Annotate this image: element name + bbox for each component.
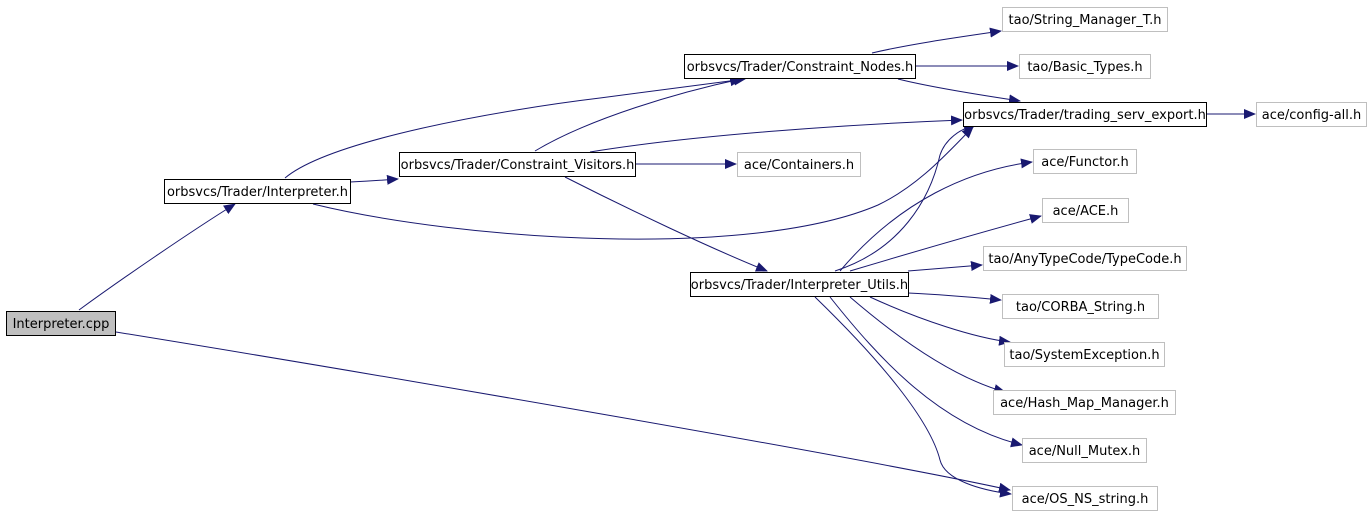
nodes-layer: Interpreter.cpp orbsvcs/Trader/Interprete… [6, 7, 1367, 511]
node-label: ace/ACE.h [1053, 204, 1119, 219]
edge-n4-n13 [907, 292, 1002, 304]
node-label: Interpreter.cpp [13, 317, 110, 332]
node-label: tao/String_Manager_T.h [1009, 13, 1162, 28]
edge-n1-n5 [312, 126, 974, 240]
node-n4[interactable]: orbsvcs/Trader/Interpreter_Utils.h [690, 272, 909, 297]
node-box [690, 272, 909, 297]
edge-n4-n15 [849, 296, 1006, 394]
node-box [1019, 54, 1151, 79]
node-box [737, 152, 861, 177]
node-n14[interactable]: tao/SystemException.h [1004, 342, 1165, 367]
node-label: ace/Hash_Map_Manager.h [1000, 396, 1169, 411]
edge-n4-n16 [829, 296, 1023, 448]
edges-layer [78, 27, 1256, 498]
node-box [1033, 149, 1137, 174]
node-box [1002, 7, 1168, 32]
node-label: ace/Functor.h [1041, 155, 1128, 170]
node-n13[interactable]: tao/CORBA_String.h [1002, 294, 1159, 319]
node-box [983, 246, 1187, 271]
node-label: orbsvcs/Trader/trading_serv_export.h [964, 108, 1206, 123]
node-label: ace/Null_Mutex.h [1029, 444, 1141, 459]
node-box [1022, 438, 1147, 463]
edge-n4-n11 [849, 214, 1042, 272]
node-label: ace/config-all.h [1262, 108, 1362, 123]
edge-n0-n17 [115, 331, 1011, 493]
node-label: orbsvcs/Trader/Interpreter.h [167, 185, 348, 200]
node-box [684, 54, 916, 79]
node-label: orbsvcs/Trader/Constraint_Nodes.h [687, 60, 914, 75]
node-n15[interactable]: ace/Hash_Map_Manager.h [993, 390, 1176, 415]
node-label: orbsvcs/Trader/Constraint_Visitors.h [401, 158, 635, 173]
node-box [1002, 294, 1159, 319]
edge-n4-n17 [814, 296, 1012, 498]
node-label: tao/CORBA_String.h [1016, 300, 1145, 315]
node-n1[interactable]: orbsvcs/Trader/Interpreter.h [164, 179, 351, 204]
node-box [963, 102, 1207, 127]
node-n2[interactable]: orbsvcs/Trader/Constraint_Visitors.h [399, 152, 636, 177]
node-box [399, 152, 636, 177]
node-n11[interactable]: ace/ACE.h [1042, 198, 1129, 223]
node-n9[interactable]: ace/Containers.h [737, 152, 861, 177]
node-box [1256, 102, 1367, 127]
edge-n4-n12 [907, 261, 983, 272]
node-label: tao/SystemException.h [1009, 348, 1159, 363]
edge-n4-n5 [834, 122, 976, 272]
node-box [993, 390, 1176, 415]
node-n6[interactable]: tao/String_Manager_T.h [1002, 7, 1168, 32]
node-n0[interactable]: Interpreter.cpp [6, 311, 116, 336]
node-n7[interactable]: tao/Basic_Types.h [1019, 54, 1151, 79]
edge-n4-n10 [839, 158, 1033, 272]
node-label: ace/OS_NS_string.h [1022, 492, 1149, 507]
edge-n3-n5 [897, 78, 1021, 105]
edge-n2-n4 [564, 176, 768, 272]
node-label: tao/Basic_Types.h [1027, 60, 1142, 75]
node-n10[interactable]: ace/Functor.h [1033, 149, 1137, 174]
node-n8[interactable]: ace/config-all.h [1256, 102, 1367, 127]
edge-n1-n2 [349, 174, 399, 185]
node-label: ace/Containers.h [744, 158, 854, 173]
edge-n3-n6 [871, 27, 1002, 54]
node-box [1042, 198, 1129, 223]
node-box [164, 179, 351, 204]
node-n12[interactable]: tao/AnyTypeCode/TypeCode.h [983, 246, 1187, 271]
node-label: orbsvcs/Trader/Interpreter_Utils.h [691, 278, 908, 293]
edge-n0-n1 [78, 203, 236, 311]
edge-n4-n14 [869, 296, 1011, 346]
edge-n2-n5 [589, 115, 963, 153]
node-box [1012, 486, 1158, 511]
node-n5[interactable]: orbsvcs/Trader/trading_serv_export.h [963, 102, 1207, 127]
node-n17[interactable]: ace/OS_NS_string.h [1012, 486, 1158, 511]
node-box [1004, 342, 1165, 367]
edge-n2-n3 [534, 76, 742, 152]
node-n3[interactable]: orbsvcs/Trader/Constraint_Nodes.h [684, 54, 916, 79]
node-label: tao/AnyTypeCode/TypeCode.h [988, 252, 1181, 267]
node-n16[interactable]: ace/Null_Mutex.h [1022, 438, 1147, 463]
node-box [6, 311, 116, 336]
edge-n1-n3 [284, 75, 746, 179]
